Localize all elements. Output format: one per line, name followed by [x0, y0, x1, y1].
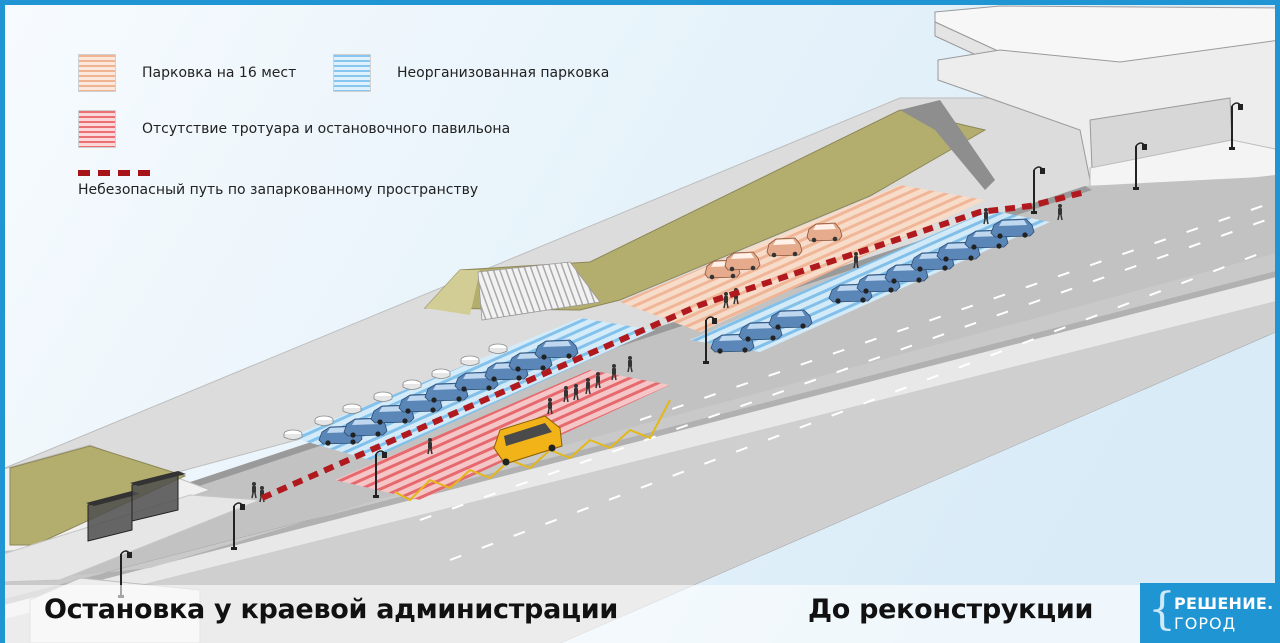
- legend-label-unsafe-path: Небезопасный путь по запаркованному прос…: [78, 182, 479, 198]
- legend-label-unorganized-parking: Неорганизованная парковка: [397, 65, 610, 81]
- lane-markings: [419, 199, 1280, 561]
- legend: Парковка на 16 мест Неорганизованная пар…: [78, 54, 638, 204]
- bus-stop-marking: [394, 399, 671, 502]
- brand-line-2: ГОРОД: [1174, 614, 1237, 633]
- stairs: [477, 261, 601, 321]
- brand-logo: { РЕШЕНИЕ. ГОРОД: [1140, 583, 1280, 643]
- unsafe-path-line: [260, 189, 1086, 501]
- bus-shelter: [86, 471, 186, 542]
- legend-item-unorganized-parking: Неорганизованная парковка: [333, 54, 609, 92]
- legend-label-no-sidewalk: Отсутствие тротуара и остановочного пави…: [142, 121, 511, 137]
- lawn: [423, 109, 987, 311]
- red-dotted-line-icon: [78, 170, 150, 176]
- orange-striped-swatch-icon: [78, 54, 116, 92]
- minibus: [493, 415, 563, 466]
- legend-label-parking-16: Парковка на 16 мест: [142, 65, 297, 81]
- stage-title: До реконструкции: [808, 594, 1094, 625]
- legend-item-no-sidewalk: Отсутствие тротуара и остановочного пави…: [78, 110, 510, 148]
- zone-parking-16: [620, 185, 985, 332]
- red-striped-swatch-icon: [78, 110, 116, 148]
- brace-icon: {: [1148, 584, 1176, 635]
- brand-line-1: РЕШЕНИЕ.: [1174, 594, 1274, 613]
- blue-striped-swatch-icon: [333, 54, 371, 92]
- legend-item-parking-16: Парковка на 16 мест: [78, 54, 296, 92]
- location-title: Остановка у краевой администрации: [44, 594, 618, 625]
